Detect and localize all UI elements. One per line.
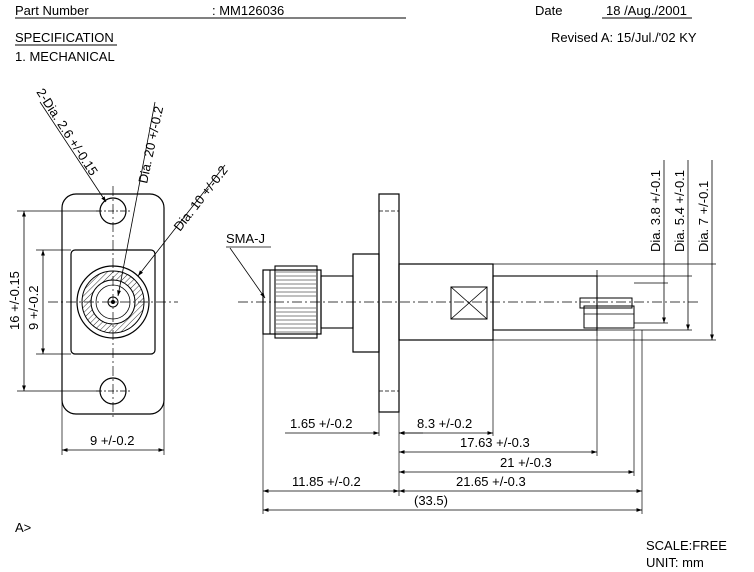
front-view: 2-Dia. 2.6 +/-0.15 Dia. 20 +/-0.2 Dia. 1…	[7, 85, 231, 455]
date-value: 18 /Aug./2001	[606, 3, 687, 18]
sma-nut-knurl-lines	[276, 271, 316, 333]
hole-callout: 2-Dia. 2.6 +/-0.15	[33, 85, 100, 178]
center-pin	[579, 297, 633, 309]
height-inner-label: 9 +/-0.2	[26, 286, 41, 330]
width-label: 9 +/-0.2	[90, 433, 134, 448]
body-dia-leader	[137, 164, 226, 277]
side-view: SMA-J	[226, 160, 716, 514]
flange-plate	[378, 193, 400, 413]
revision-note: Revised A: 15/Jul./'02 KY	[551, 30, 697, 45]
revision-mark: A>	[15, 520, 31, 535]
specification-heading: SPECIFICATION	[15, 30, 114, 45]
dim-11-85: 11.85 +/-0.2	[292, 474, 361, 489]
dim-flange-thk: 1.65 +/-0.2	[290, 416, 353, 431]
hole-leader	[39, 101, 107, 203]
pin-tip	[583, 305, 635, 329]
dim-total: (33.5)	[414, 493, 448, 508]
section-heading: 1. MECHANICAL	[15, 49, 115, 64]
dia-mid-label: Dia. 5.4 +/-0.1	[672, 170, 687, 252]
unit-note: UNIT: mm	[646, 555, 704, 570]
dia-outer-label: Dia. 7 +/-0.1	[696, 181, 711, 252]
part-number-label: Part Number	[15, 3, 89, 18]
connector-label: SMA-J	[226, 231, 265, 246]
connector-body	[352, 253, 380, 353]
date-label: Date	[535, 3, 562, 18]
flange-dia-callout: Dia. 20 +/-0.2	[135, 105, 166, 185]
dim-21: 21 +/-0.3	[500, 455, 552, 470]
dim-17-63: 17.63 +/-0.3	[460, 435, 530, 450]
rear-window	[450, 286, 488, 320]
rear-window-diag-2	[450, 286, 488, 320]
dia-pin-label: Dia. 3.8 +/-0.1	[648, 170, 663, 252]
part-number-value: : MM126036	[212, 3, 284, 18]
height-outer-label: 16 +/-0.15	[7, 271, 22, 330]
pin-sleeve	[492, 275, 598, 331]
body-dia-callout: Dia. 10 +/-0.2	[171, 163, 231, 234]
dim-21-65: 21.65 +/-0.3	[456, 474, 526, 489]
flange-dia-leader	[117, 101, 156, 297]
dim-8-3: 8.3 +/-0.2	[417, 416, 472, 431]
connector-leader	[229, 247, 266, 299]
scale-note: SCALE:FREE	[646, 538, 727, 553]
